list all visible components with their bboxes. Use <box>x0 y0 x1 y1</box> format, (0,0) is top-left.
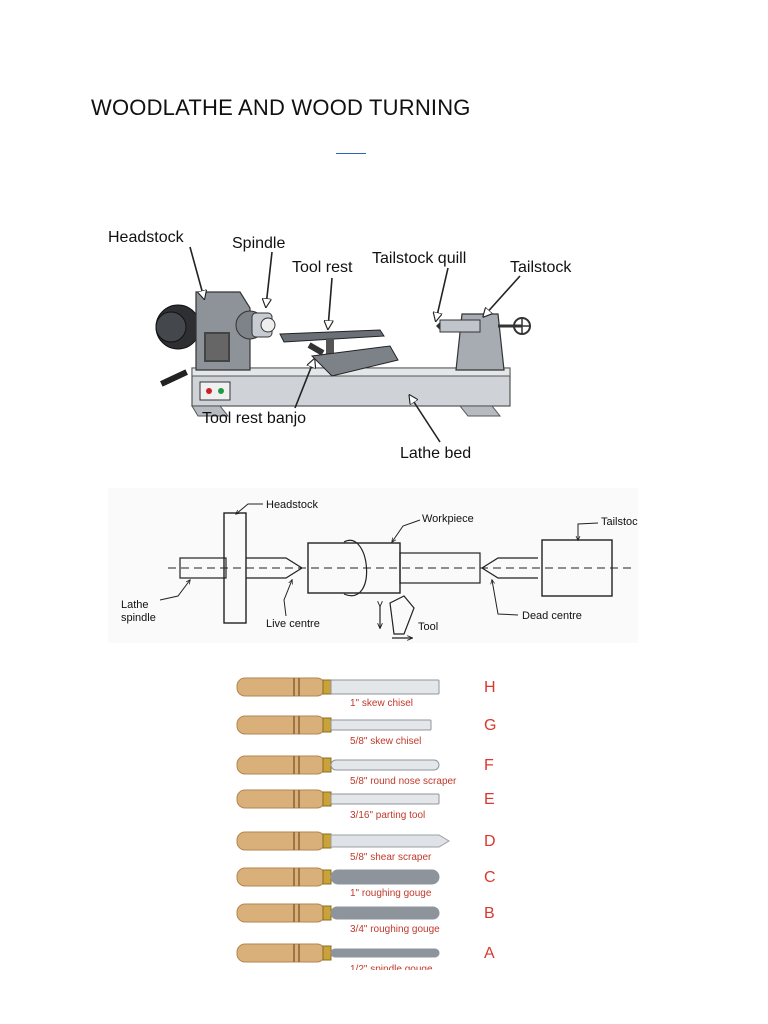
tool-blade <box>330 948 440 958</box>
label-tailstock-sleeve: Tailstock sleeve <box>601 516 638 528</box>
lathe-illustration: Headstock Spindle Tool rest Tailstock qu… <box>108 229 572 462</box>
tool-name-label: 5/8" shear scraper <box>350 852 432 863</box>
turning-tools-photo: 1" skew chisel H 5/8" skew chisel G 5/8" rou… <box>232 665 532 970</box>
label-tailstock: Tailstock <box>510 259 572 276</box>
tool-name-label: 1/2" spindle gouge <box>350 964 433 970</box>
tool-name-label: 1" skew chisel <box>350 698 413 709</box>
tool-letter-label: D <box>484 833 496 850</box>
tool-ferrule <box>322 679 332 695</box>
tool-handle <box>236 715 326 735</box>
tool-handle <box>236 789 326 809</box>
tool-name-label: 3/16" parting tool <box>350 810 425 821</box>
tool-handle <box>236 943 326 963</box>
tool-letter-label: C <box>484 869 496 886</box>
lathe-spindle-shape <box>179 557 227 579</box>
tool-letter-label: F <box>484 757 494 774</box>
tool-blade <box>330 869 440 885</box>
label-spindle: Spindle <box>232 235 285 252</box>
label-workpiece: Workpiece <box>422 513 474 525</box>
label-lathe-spindle: Lathe <box>121 599 149 611</box>
label-tool: Tool <box>418 621 438 633</box>
tool-ferrule <box>322 757 332 773</box>
tool-ferrule <box>322 945 332 961</box>
tool-name-label: 3/4" roughing gouge <box>350 924 440 935</box>
tool-shape <box>389 595 415 635</box>
tool-name-label: 5/8" round nose scraper <box>350 776 457 787</box>
tool-blade <box>330 793 440 805</box>
label-headstock-2: Headstock <box>266 499 318 511</box>
tool-rest-shape <box>279 329 385 343</box>
lathe-schematic: Headstock Workpiece Tailstock sleeve Lat… <box>108 488 638 643</box>
tool-letter-label: B <box>484 905 495 922</box>
label-lathe-bed: Lathe bed <box>400 445 471 462</box>
live-centre-shape <box>246 557 304 579</box>
tool-name-label: 1" roughing gouge <box>350 888 432 899</box>
tool-handle <box>236 831 326 851</box>
tool-handle <box>236 903 326 923</box>
tool-letter-label: E <box>484 791 495 808</box>
label-headstock: Headstock <box>108 229 185 246</box>
tool-ferrule <box>322 717 332 733</box>
label-lathe-spindle-2: spindle <box>121 612 156 624</box>
label-dead-centre: Dead centre <box>522 610 582 622</box>
tool-handle <box>236 867 326 887</box>
label-tailstock-quill: Tailstock quill <box>372 250 466 267</box>
tool-blade <box>330 719 432 731</box>
tool-blade <box>330 906 440 920</box>
page-title: WOODLATHE AND WOOD TURNING <box>91 95 471 120</box>
label-live-centre: Live centre <box>266 618 320 630</box>
tool-handle <box>236 755 326 775</box>
tool-name-label: 5/8" skew chisel <box>350 736 421 747</box>
tool-ferrule <box>322 869 332 885</box>
dead-centre-shape <box>480 557 538 579</box>
label-tool-rest: Tool rest <box>292 259 353 276</box>
tool-blade <box>330 759 440 771</box>
tool-blade <box>330 679 440 695</box>
tool-ferrule <box>322 833 332 849</box>
banjo-shape <box>310 345 399 377</box>
tool-letter-label: G <box>484 717 496 734</box>
tool-ferrule <box>322 905 332 921</box>
tool-letter-label: H <box>484 679 496 696</box>
tool-handle <box>236 677 326 697</box>
tool-blade <box>330 834 450 848</box>
tool-ferrule <box>322 791 332 807</box>
tool-letter-label: A <box>484 945 495 962</box>
label-tool-rest-banjo: Tool rest banjo <box>202 410 306 427</box>
hyperlink[interactable] <box>336 152 366 154</box>
